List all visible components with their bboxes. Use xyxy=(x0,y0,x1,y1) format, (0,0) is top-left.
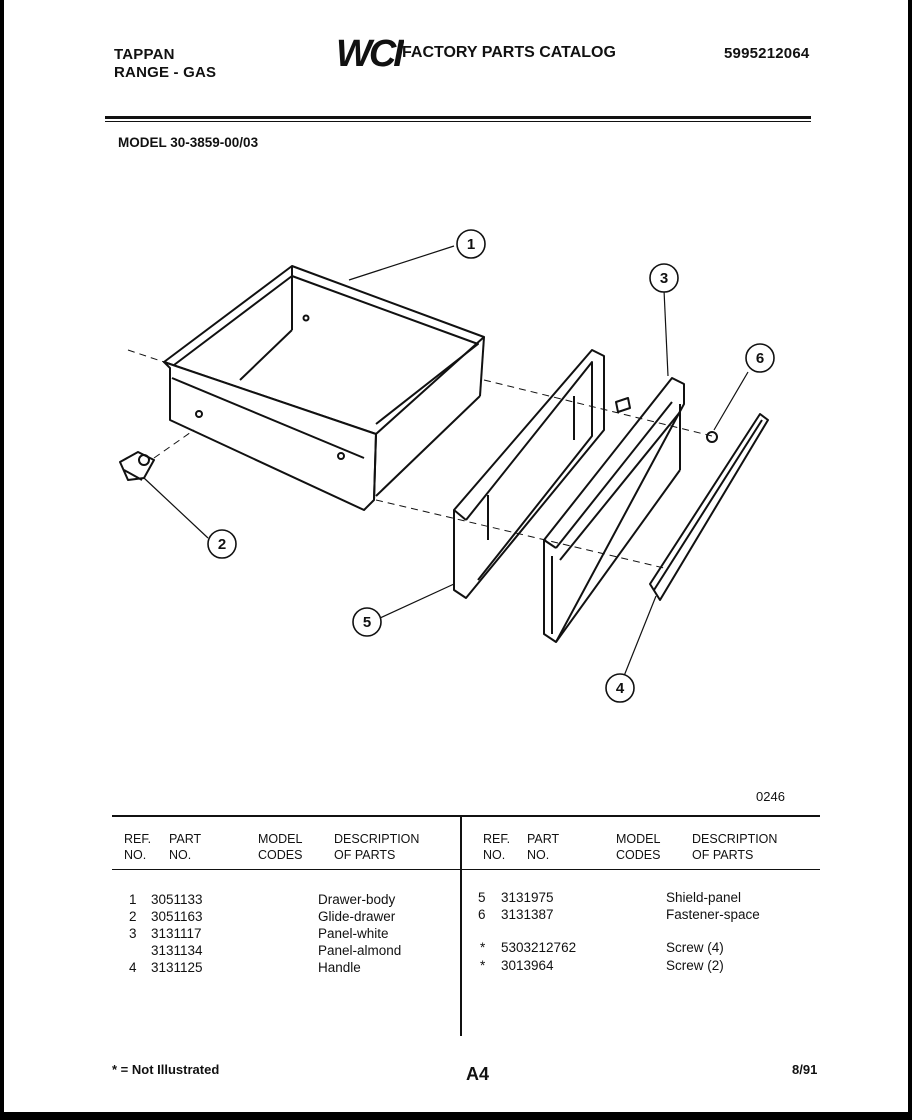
alignment-lines xyxy=(127,349,713,569)
left-row-part: 3131125 xyxy=(151,960,203,975)
left-row-desc: Handle xyxy=(318,960,361,975)
left-row-ref: 4 xyxy=(129,960,137,975)
wci-logo: WCI xyxy=(336,33,404,72)
callout-3: 3 xyxy=(660,270,668,287)
right-row-part: 3131975 xyxy=(501,890,554,905)
table-top-rule xyxy=(112,815,820,817)
screw-detail xyxy=(615,397,631,413)
header-ref: REF.NO. xyxy=(124,832,152,862)
callout-6: 6 xyxy=(756,350,764,367)
callout-4-circle xyxy=(605,673,635,703)
right-row-ref: * xyxy=(480,958,486,973)
table-header-rule xyxy=(112,869,820,870)
brand-name: TAPPAN xyxy=(114,46,175,63)
drawing-number: 0246 xyxy=(756,789,785,804)
catalog-title: FACTORY PARTS CATALOG xyxy=(402,44,616,61)
right-row-desc: Shield-panel xyxy=(666,890,742,905)
callout-5: 5 xyxy=(363,614,371,631)
callout-6-circle xyxy=(745,343,775,373)
catalog-page: TAPPAN RANGE - GAS WCI FACTORY PARTS CAT… xyxy=(4,0,908,1112)
right-row-ref: 5 xyxy=(478,890,486,905)
drawer-panel-part xyxy=(543,377,685,643)
drawer-body-part xyxy=(163,265,485,511)
callout-1: 1 xyxy=(467,236,475,253)
left-row-part: 3051133 xyxy=(151,892,203,907)
left-row-desc: Drawer-body xyxy=(318,892,396,907)
callout-2-circle xyxy=(207,529,237,559)
header-rule-thick xyxy=(105,116,811,119)
callout-3-circle xyxy=(649,263,679,293)
left-row-desc: Glide-drawer xyxy=(318,909,396,924)
header-rule-thin xyxy=(105,121,811,122)
right-row-ref: * xyxy=(480,940,486,955)
model-number: MODEL 30-3859-00/03 xyxy=(118,135,259,150)
right-row-part: 3013964 xyxy=(501,958,554,973)
header-ref-right: REF.NO. xyxy=(483,832,511,862)
table-divider xyxy=(460,816,462,1036)
right-row-desc: Screw (4) xyxy=(666,940,724,955)
footnote: * = Not Illustrated xyxy=(112,1062,220,1077)
right-row-desc: Fastener-space xyxy=(666,907,760,922)
catalog-number: 5995212064 xyxy=(724,45,810,62)
callout-1-circle xyxy=(456,229,486,259)
callout-leaders xyxy=(143,245,749,677)
exploded-parts-diagram: 1 2 3 4 5 6 xyxy=(119,229,775,703)
left-row-desc: Panel-white xyxy=(318,926,389,941)
handle-part xyxy=(649,413,769,601)
callout-4: 4 xyxy=(616,680,625,697)
callout-2: 2 xyxy=(218,536,226,553)
right-row-desc: Screw (2) xyxy=(666,958,724,973)
page-number: A4 xyxy=(466,1064,490,1084)
left-row-desc: Panel-almond xyxy=(318,943,402,958)
drawer-glide-part xyxy=(119,451,155,481)
fastener-detail xyxy=(706,431,718,443)
product-type: RANGE - GAS xyxy=(114,64,217,81)
callout-5-circle xyxy=(352,607,382,637)
right-row-ref: 6 xyxy=(478,907,486,922)
logo-text: WCI xyxy=(336,33,404,72)
left-row-part: 3131117 xyxy=(151,926,202,941)
right-row-part: 5303212762 xyxy=(501,940,577,955)
left-row-ref: 1 xyxy=(129,892,137,907)
shield-panel-part xyxy=(453,349,605,599)
left-row-part: 3051163 xyxy=(151,909,203,924)
left-row-part: 3131134 xyxy=(151,943,203,958)
left-row-ref: 2 xyxy=(129,909,137,924)
left-row-ref: 3 xyxy=(129,926,137,941)
right-row-part: 3131387 xyxy=(501,907,554,922)
revision-date: 8/91 xyxy=(792,1062,818,1077)
